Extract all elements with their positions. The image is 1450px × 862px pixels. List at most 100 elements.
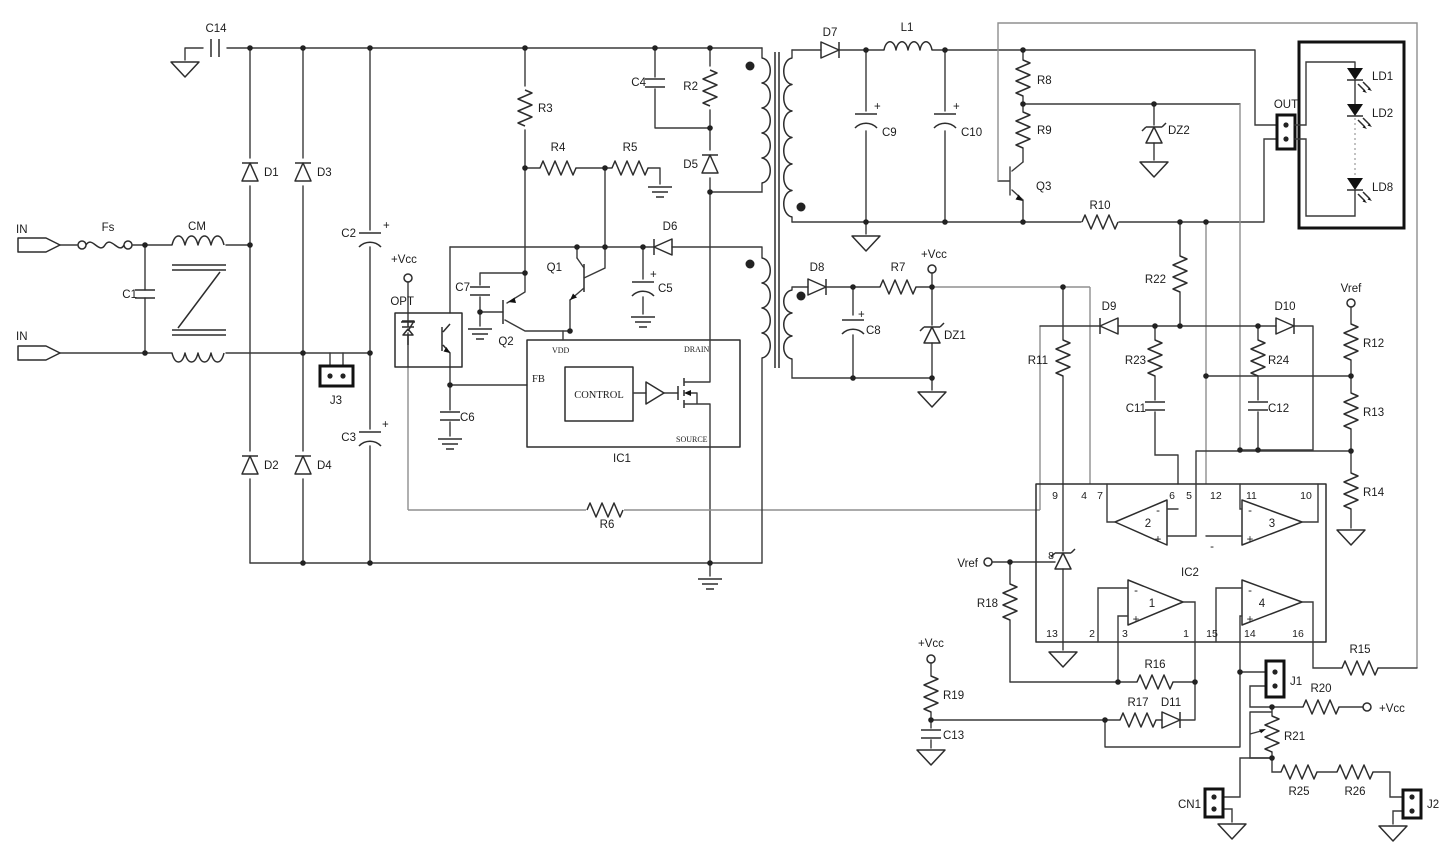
resistor-R16 [1136, 674, 1174, 690]
zener-DZ2 [1141, 122, 1167, 144]
connector-J3 [318, 364, 355, 388]
resistor-R14 [1343, 472, 1359, 510]
opamp3-plus: + [1247, 534, 1254, 546]
label-vcc-opt: +Vcc [391, 254, 417, 266]
resistor-R4 [539, 160, 577, 176]
label-r12: R12 [1363, 338, 1384, 350]
label-source: SOURCE [676, 435, 708, 444]
diode-D2 [241, 455, 259, 475]
ground-icon [1378, 825, 1408, 842]
capacitor-C3 [358, 431, 382, 447]
label-c2: C2 [341, 228, 356, 240]
label-vcc-r19: +Vcc [918, 638, 944, 650]
resistor-R7 [879, 279, 917, 295]
led-LD1 [1346, 67, 1373, 94]
transistor-q1 [569, 246, 606, 301]
capacitor-C12 [1247, 401, 1269, 411]
plus-c9: + [874, 101, 881, 113]
ic2-pin-3: 3 [1122, 628, 1128, 640]
resistor-R20 [1302, 699, 1340, 715]
opamp4-minus: - [1248, 585, 1252, 597]
diode-D8 [807, 278, 827, 296]
label-r4: R4 [551, 142, 566, 154]
opamp3-minus: - [1248, 505, 1252, 517]
ic2-pin-12: 12 [1210, 490, 1222, 502]
opamp4-number: 4 [1259, 598, 1266, 610]
resistor-R25 [1280, 764, 1318, 780]
label-r24: R24 [1268, 355, 1290, 367]
label-vref-left: Vref [957, 558, 978, 570]
label-r3: R3 [538, 103, 553, 115]
connector-OUT [1275, 113, 1297, 151]
ground-icon [630, 316, 656, 328]
capacitor-C9 [854, 113, 878, 129]
floating-minus: - [1210, 541, 1214, 553]
label-r7: R7 [891, 262, 906, 274]
ic2-pin-11: 11 [1246, 490, 1257, 502]
diode-D9 [1099, 317, 1119, 335]
label-r9: R9 [1037, 125, 1052, 137]
capacitor-C1 [134, 289, 156, 299]
ic2-pin-13: 13 [1046, 628, 1058, 640]
vcc-terminal-icon [926, 654, 936, 664]
label-r26: R26 [1344, 786, 1365, 798]
label-c3: C3 [341, 432, 356, 444]
label-j1: J1 [1290, 676, 1302, 688]
label-r8: R8 [1037, 75, 1052, 87]
resistor-R22 [1172, 255, 1188, 293]
connector-J1 [1264, 659, 1286, 699]
led-load-module [1294, 40, 1406, 230]
optocoupler-opt [394, 312, 463, 368]
ic2-pin-10: 10 [1300, 490, 1312, 502]
ground-icon [647, 186, 673, 198]
label-vdd: VDD [552, 346, 570, 355]
label-ic2: IC2 [1181, 567, 1199, 579]
wires-feedback-section [930, 221, 1418, 825]
zener-reference-icon [1050, 548, 1076, 570]
label-j2: J2 [1427, 799, 1439, 811]
plus-c10: + [953, 101, 960, 113]
ground-icon [697, 578, 723, 590]
label-q2: Q2 [498, 336, 513, 348]
label-c11: C11 [1126, 403, 1146, 415]
label-ic1: IC1 [613, 453, 631, 465]
resistor-R11 [1055, 339, 1071, 377]
label-r21: R21 [1284, 731, 1305, 743]
label-control: CONTROL [574, 390, 624, 401]
label-c5: C5 [658, 283, 673, 295]
label-dz2: DZ2 [1168, 125, 1190, 137]
ground-icon [1217, 823, 1247, 840]
ground-icon [1336, 529, 1366, 546]
capacitor-C2 [358, 232, 382, 248]
label-vcc-aux: +Vcc [921, 249, 947, 261]
ground-icon [851, 235, 881, 252]
resistor-R17 [1119, 712, 1157, 728]
opamp3-number: 3 [1269, 518, 1275, 530]
resistor-R8 [1015, 59, 1031, 97]
resistor-R10 [1081, 214, 1119, 230]
opamp2-minus: - [1156, 505, 1160, 517]
label-q1: Q1 [547, 262, 562, 274]
vcc-terminal-icon [927, 264, 937, 274]
label-d3: D3 [317, 167, 332, 179]
label-d7: D7 [823, 27, 838, 39]
resistor-R24 [1250, 339, 1266, 377]
label-in-bottom: IN [16, 331, 28, 343]
ic2-pin-1: 1 [1183, 628, 1189, 640]
connector-CN1 [1203, 787, 1225, 819]
plus-c2: + [383, 220, 390, 232]
opamp1-plus: + [1133, 614, 1140, 626]
vref-terminal-icon [983, 557, 993, 567]
fuse-terminal-icon [123, 240, 133, 250]
capacitor-C8 [841, 319, 865, 335]
resistor-R18 [1002, 583, 1018, 621]
label-r16: R16 [1144, 659, 1165, 671]
label-r18: R18 [977, 598, 998, 610]
label-c7: C7 [455, 282, 470, 294]
resistor-R3 [517, 89, 533, 127]
ic2-pin-4: 4 [1081, 490, 1087, 502]
led-LD2 [1346, 103, 1373, 130]
label-c13: C13 [943, 730, 964, 742]
label-dz1: DZ1 [944, 330, 966, 342]
label-d6: D6 [663, 221, 678, 233]
